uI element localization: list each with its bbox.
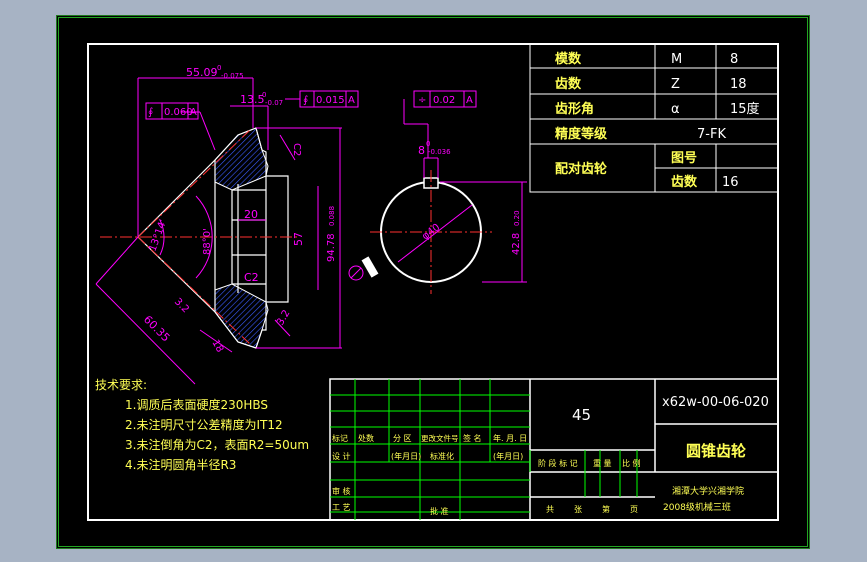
- standard-label: 标准化: [430, 451, 454, 461]
- rev-header-sign: 签 名: [463, 433, 482, 443]
- dim-outer-dia: 94.78: [326, 233, 337, 262]
- svg-text:-0.036: -0.036: [428, 148, 451, 156]
- design-label: 设 计: [332, 451, 351, 461]
- svg-text:0.20: 0.20: [513, 210, 521, 226]
- tech-req-title: 技术要求:: [95, 378, 148, 392]
- tech-req-2: 2.未注明尺寸公差精度为IT12: [125, 418, 283, 432]
- dim-bore-height: 42.8: [511, 233, 522, 255]
- param-label-drawing-no: 图号: [671, 151, 697, 166]
- sheet-index-label: 第: [602, 504, 610, 514]
- param-value-module: 8: [730, 52, 738, 67]
- param-label-teeth: 齿数: [555, 76, 582, 92]
- tol-key-symbol: ÷: [418, 95, 426, 106]
- rev-header-mark: 标记: [332, 433, 348, 443]
- tol-left-ref: A: [190, 107, 197, 118]
- drawing-number: x62w-00-06-020: [662, 395, 769, 410]
- tol-left-value: 0.060: [164, 107, 193, 118]
- param-value-teeth: 18: [730, 77, 747, 92]
- tech-req-3: 3.未注倒角为C2，表面R2=50um: [125, 438, 310, 452]
- param-value-accuracy: 7-FK: [697, 127, 726, 142]
- sheet-page-label: 页: [630, 505, 638, 514]
- param-symbol-teeth: Z: [671, 77, 680, 92]
- tol-right-ref: A: [348, 95, 355, 106]
- rev-header-zone: 分 区: [393, 434, 412, 443]
- process-label: 工 艺: [332, 503, 351, 512]
- standard-date: (年月日): [493, 451, 523, 461]
- stage-header: 阶 段 标 记: [538, 458, 578, 468]
- weight-header: 重 量: [593, 458, 612, 468]
- param-label-mating-teeth: 齿数: [671, 174, 698, 190]
- part-name: 圆锥齿轮: [686, 442, 746, 460]
- rev-header-date: 年. 月. 日: [493, 433, 527, 443]
- dim-hub-length: 13.5: [240, 93, 265, 106]
- technical-requirements: 技术要求: 1.调质后表面硬度230HBS 2.未注明尺寸公差精度为IT12 3…: [92, 375, 309, 475]
- sheet-total-label: 共: [546, 505, 554, 514]
- tech-req-1: 1.调质后表面硬度230HBS: [125, 398, 269, 412]
- dim-face-width: 18: [209, 338, 225, 355]
- gear-section-view: ∮ 0.060 A ∮ 0.015 A 55.09 0 -0.075 13.5 …: [95, 64, 359, 385]
- bore-end-view: ÷ 0.02 A 8 0 -0.036 42.8 0.20 φ40: [348, 90, 527, 294]
- tol-right-value: 0.015: [316, 95, 345, 106]
- svg-text:0: 0: [426, 140, 430, 148]
- class-name: 2008级机械三班: [663, 501, 731, 513]
- check-label: 审 核: [332, 486, 351, 496]
- dim-angle-mid: 88°0': [202, 228, 213, 255]
- rev-header-count: 处数: [358, 433, 374, 443]
- roughness-right: 3.2: [275, 308, 292, 327]
- outer-frame: [58, 17, 808, 547]
- param-label-accuracy: 精度等级: [555, 126, 608, 142]
- svg-text:0.088: 0.088: [328, 206, 336, 226]
- approve-label: 批 准: [430, 506, 449, 516]
- tol-key-ref: A: [466, 95, 473, 106]
- param-symbol-module: M: [671, 52, 682, 67]
- svg-text:0: 0: [262, 91, 266, 99]
- tol-left-symbol: ∮: [148, 107, 153, 118]
- param-table: 模数 齿数 齿形角 精度等级 配对齿轮 M Z α 8 18 15度 7-FK …: [529, 43, 779, 193]
- dim-angle-top: 13°14': [147, 218, 169, 253]
- dim-chamfer-top: C2: [291, 143, 302, 156]
- tol-key-value: 0.02: [433, 95, 455, 106]
- dim-top-length: 55.09: [186, 66, 218, 79]
- rev-header-doc: 更改文件号: [421, 433, 459, 443]
- param-label-module: 模数: [555, 51, 582, 67]
- dim-bore-inner: 20: [244, 208, 258, 221]
- param-value-alpha: 15度: [730, 101, 760, 117]
- svg-text:-0.07: -0.07: [265, 99, 283, 107]
- title-block: 标记 处数 分 区 更改文件号 签 名 年. 月. 日 设 计 (年月日) 标准…: [329, 378, 779, 521]
- param-value-mating-teeth: 16: [722, 175, 739, 190]
- tech-req-4: 4.未注明圆角半径R3: [125, 458, 237, 472]
- school-name: 湘潭大学兴湘学院: [672, 485, 744, 497]
- dim-hub-dia: 57: [292, 232, 305, 246]
- dim-cone-len: 60.35: [141, 313, 172, 344]
- param-symbol-alpha: α: [671, 102, 680, 117]
- design-date: (年月日): [391, 451, 421, 461]
- param-label-pressure-angle: 齿形角: [555, 101, 594, 117]
- dim-chamfer-bottom: C2: [244, 271, 259, 284]
- scale-header: 比 例: [622, 458, 641, 468]
- material: 45: [572, 406, 591, 424]
- sheet-unit-label: 张: [574, 505, 582, 514]
- dim-key-width: 8: [418, 144, 425, 157]
- svg-text:-0.075: -0.075: [221, 72, 244, 80]
- svg-text:0: 0: [217, 64, 221, 72]
- roughness-left: 3.2: [172, 296, 191, 315]
- tol-right-symbol: ∮: [303, 95, 308, 106]
- param-label-mating-gear: 配对齿轮: [555, 161, 607, 177]
